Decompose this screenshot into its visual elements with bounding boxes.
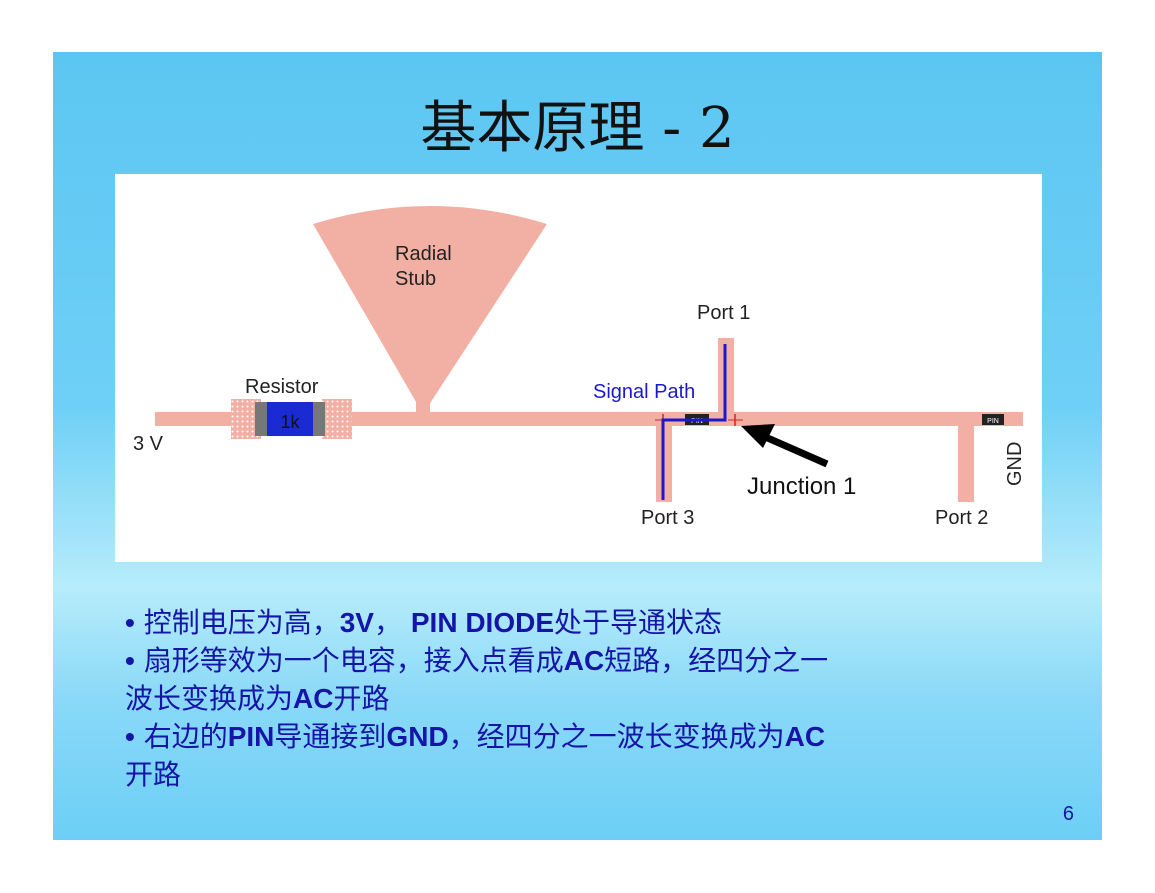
resistor-body <box>267 402 313 436</box>
port2-line <box>958 422 974 502</box>
radial-stub <box>313 206 547 414</box>
bullet-text: AC <box>293 683 334 714</box>
bullet-text: ，经四分之一波长变换成为 <box>448 720 785 753</box>
pin-diode-2-label: PIN <box>987 418 999 425</box>
bullet-text: 处于导通状态 <box>554 606 723 639</box>
signal-path-label: Signal Path <box>593 381 695 403</box>
bullet-dot: • <box>125 721 135 752</box>
bullet-text: 控制电压为高， <box>134 606 340 639</box>
bullet-text: 扇形等效为一个电容，接入点看成 <box>134 644 564 677</box>
junction-arrow-shaft <box>761 432 829 468</box>
bullet-text: 导通接到 <box>274 720 387 753</box>
voltage-label: 3 V <box>133 433 164 455</box>
bullet-text: 波长变换成为 <box>125 682 294 715</box>
circuit-svg: 1k PIN PIN Radial Stub Port 1 Resistor S… <box>133 206 1026 529</box>
radial-stub-label-1: Radial <box>395 243 452 265</box>
bullet-text: 短路，经四分之一 <box>604 644 829 677</box>
bullet-item: • 扇形等效为一个电容，接入点看成AC短路，经四分之一波长变换成为AC开路 <box>125 642 1025 718</box>
signal-path <box>661 344 727 500</box>
resistor-end-left <box>255 402 267 436</box>
junction-label: Junction 1 <box>747 473 856 500</box>
circuit-diagram: 1k PIN PIN Radial Stub Port 1 Resistor S… <box>115 174 1042 562</box>
slide: 基本原理 - 2 <box>53 52 1102 840</box>
resistor-value: 1k <box>280 412 300 432</box>
port1-label: Port 1 <box>697 302 750 324</box>
gnd-label: GND <box>1004 442 1026 486</box>
bullet-list: • 控制电压为高，3V， PIN DIODE处于导通状态• 扇形等效为一个电容，… <box>125 604 1025 794</box>
slide-title: 基本原理 - 2 <box>420 96 735 161</box>
port3-label: Port 3 <box>641 507 694 529</box>
bullet-text: 右边的 <box>134 720 228 753</box>
bullet-text: AC <box>784 721 826 752</box>
bullet-text: 开路 <box>333 682 390 715</box>
bullet-text: 开路 <box>125 758 182 791</box>
bullet-item: • 右边的PIN导通接到GND，经四分之一波长变换成为AC 开路 <box>125 718 1025 794</box>
radial-stub-label-2: Stub <box>395 268 436 290</box>
bullet-text: ， <box>373 606 411 639</box>
pin-diode-2 <box>982 414 1004 425</box>
bullet-text: PIN <box>227 721 275 752</box>
bullet-text: AC <box>563 645 605 676</box>
bullet-text: 3V <box>339 607 374 638</box>
resistor-label: Resistor <box>245 376 319 398</box>
port2-label: Port 2 <box>935 507 988 529</box>
resistor-end-right <box>313 402 325 436</box>
bullet-dot: • <box>125 607 135 638</box>
bullet-text: GND <box>386 721 449 752</box>
bullet-item: • 控制电压为高，3V， PIN DIODE处于导通状态 <box>125 604 1025 642</box>
bullet-text: PIN DIODE <box>410 607 555 638</box>
bullet-dot: • <box>125 645 135 676</box>
main-line <box>155 412 1023 426</box>
page-number: 6 <box>1062 803 1074 825</box>
resistor-pad-right <box>322 399 352 439</box>
junction-arrow-head <box>741 424 775 448</box>
